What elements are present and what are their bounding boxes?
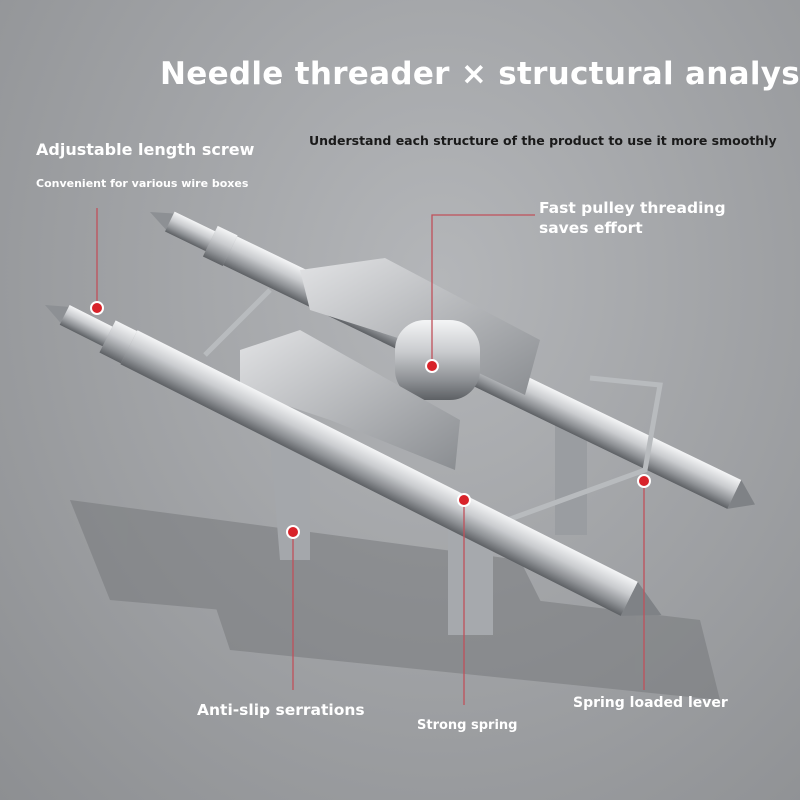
callout-strong-spring: Strong spring bbox=[417, 718, 518, 733]
callout-fast-pulley-line1: Fast pulley threading bbox=[539, 199, 726, 217]
callout-anti-slip: Anti-slip serrations bbox=[197, 701, 365, 719]
page-title: Needle threader × structural analysis bbox=[160, 56, 800, 92]
front-rod bbox=[45, 305, 662, 616]
callout-fast-pulley: Fast pulley threading saves effort bbox=[539, 198, 726, 238]
pulley-hub bbox=[395, 320, 480, 400]
wire-lever bbox=[203, 288, 663, 533]
callout-fast-pulley-line2: saves effort bbox=[539, 219, 643, 237]
callout-adjustable-screw-sub: Convenient for various wire boxes bbox=[36, 177, 249, 190]
leader-lines bbox=[96, 208, 645, 705]
marker-dots bbox=[90, 301, 651, 539]
front-plate bbox=[240, 330, 460, 470]
callout-spring-lever: Spring loaded lever bbox=[573, 695, 728, 711]
subtitle: Understand each structure of the product… bbox=[309, 133, 777, 148]
callout-adjustable-screw: Adjustable length screw bbox=[36, 140, 255, 159]
